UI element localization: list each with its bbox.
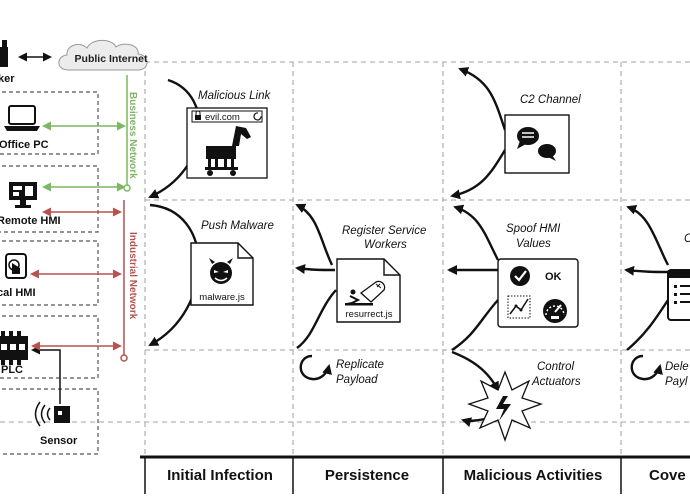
reload-icon [253, 112, 262, 121]
control-label-1: Control [537, 361, 575, 373]
attacker-label: ker [0, 73, 15, 85]
sensor-label: Sensor [40, 435, 78, 447]
spoof-arrow-up [453, 204, 500, 261]
plc-icon [0, 331, 28, 365]
resurrect-file-label: resurrect.js [346, 309, 393, 320]
explosion-icon [466, 370, 544, 442]
laptop-icon [4, 105, 40, 131]
covert-arrow-lower [626, 299, 670, 351]
plc-label: PLC [1, 364, 23, 376]
remote-hmi-label: Remote HMI [0, 215, 61, 227]
check-circle-icon [510, 266, 530, 286]
replicate-label-1: Replicate [336, 359, 384, 371]
touchscreen-icon [5, 253, 27, 279]
devil-face-icon [209, 258, 233, 284]
covert-label: C [684, 233, 690, 245]
stage-malicious-activities: Malicious Activities [464, 467, 603, 484]
public-internet-label: Public Internet [75, 53, 148, 65]
business-network-label: Business Network [127, 92, 138, 179]
stage-initial-infection: Initial Infection [167, 467, 273, 484]
spoof-arrow-lower [451, 299, 499, 352]
control-label-2: Actuators [531, 376, 581, 388]
c2-channel-label: C2 Channel [520, 94, 581, 106]
hmi-panel [497, 258, 579, 328]
chat-bubbles-icon [517, 127, 556, 161]
delete-label-1: Dele [665, 361, 689, 373]
register-sw-label-1: Register Service [342, 225, 426, 237]
url-text: evil.com [205, 112, 240, 123]
replicate-label-2: Payload [336, 374, 378, 386]
stage-grid [0, 61, 690, 455]
c2-box [504, 114, 570, 174]
delete-loop-arrow [630, 354, 663, 381]
gauge-icon [543, 299, 567, 323]
delete-label-2: Payl [665, 376, 688, 388]
sensor-icon [34, 401, 70, 427]
cloud-icon [58, 39, 148, 71]
ok-label: OK [545, 271, 562, 283]
monitor-icon [9, 182, 37, 208]
push-malware-label: Push Malware [201, 220, 274, 232]
line-chart-icon [507, 295, 531, 319]
spoof-label-1: Spoof HMI [506, 223, 561, 235]
control-arrow [451, 350, 500, 392]
spoof-label-2: Values [516, 238, 551, 250]
stage-covert: Cove [649, 467, 686, 484]
malicious-link-label: Malicious Link [198, 90, 271, 102]
tombstone-icon [345, 280, 386, 306]
lock-icon [195, 110, 201, 120]
form-document-icon [667, 269, 690, 321]
attacker-icon [0, 40, 8, 67]
replicate-loop-arrow [299, 354, 332, 381]
register-sw-label-2: Workers [364, 239, 407, 251]
stage-ticks [144, 457, 622, 494]
trojan-horse-icon [205, 126, 251, 176]
covert-arrow-up [626, 205, 670, 266]
local-hmi-label: cal HMI [0, 287, 36, 299]
malware-file-label: malware.js [199, 292, 245, 303]
covert-arrow-mid [624, 265, 669, 276]
office-pc-label: Office PC [0, 139, 49, 151]
register-sw-arrow-up [295, 203, 334, 266]
sensor-plc-link [31, 345, 61, 404]
stage-persistence: Persistence [325, 467, 409, 484]
industrial-network-label: Industrial Network [127, 232, 138, 320]
persistence-arrow-lower [296, 289, 337, 349]
register-sw-arrow-down [295, 264, 336, 275]
c2-arrow-up [458, 67, 507, 131]
c2-arrow-down [450, 149, 507, 200]
